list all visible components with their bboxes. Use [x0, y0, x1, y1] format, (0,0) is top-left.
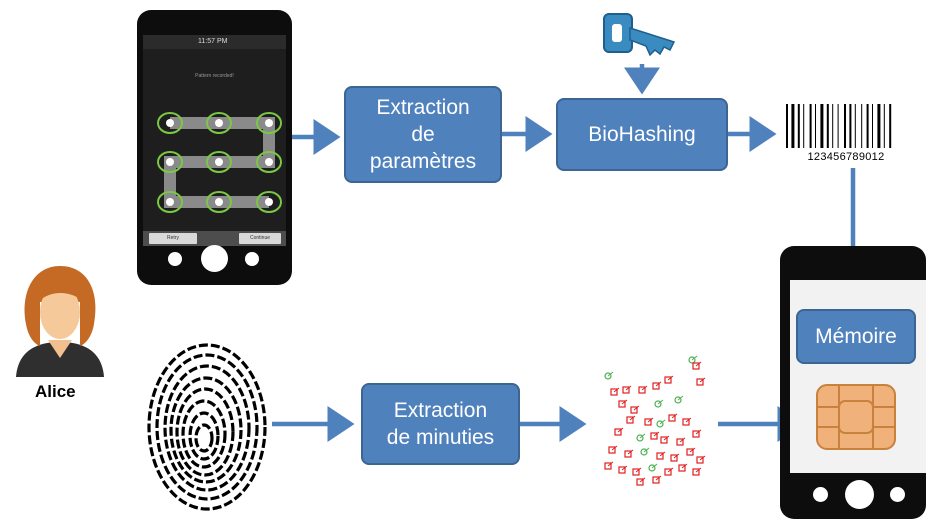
- box-line: Extraction: [376, 96, 470, 119]
- minutia-marker: [638, 386, 646, 394]
- minutia-marker: [604, 462, 612, 470]
- memoire-box: Mémoire: [796, 309, 916, 364]
- box-line: Mémoire: [815, 325, 897, 348]
- key-icon: [603, 13, 676, 57]
- fingerprint-icon: [147, 343, 267, 511]
- box-line: BioHashing: [588, 123, 696, 146]
- retry-button[interactable]: Retry: [149, 233, 197, 244]
- barcode-icon: [786, 104, 892, 148]
- minutia-marker: [652, 382, 660, 390]
- minutia-marker: [654, 400, 662, 408]
- box-line: de minuties: [386, 426, 495, 449]
- minutia-marker: [614, 428, 622, 436]
- minutia-marker: [640, 448, 648, 456]
- minutia-marker: [674, 396, 682, 404]
- minutia-marker: [626, 416, 634, 424]
- minutia-marker: [652, 476, 660, 484]
- extraction-parametres-box: Extraction de paramètres: [344, 86, 502, 183]
- person-name: Alice: [35, 382, 76, 401]
- pattern-message: Pattern recorded!: [195, 73, 234, 79]
- minutia-marker: [686, 448, 694, 456]
- minutia-marker: [624, 450, 632, 458]
- extraction-minuties-box: Extraction de minuties: [361, 383, 520, 465]
- minutia-marker: [660, 436, 668, 444]
- barcode-digits: 123456789012: [807, 151, 885, 163]
- status-time: 11:57 PM: [198, 38, 228, 45]
- minutia-marker: [648, 464, 656, 472]
- minutia-marker: [644, 418, 652, 426]
- phone-back-button[interactable]: [168, 252, 182, 266]
- minutia-marker: [608, 446, 616, 454]
- minutia-marker: [636, 434, 644, 442]
- minutia-marker: [692, 468, 700, 476]
- minutia-marker: [682, 418, 690, 426]
- phone-home-button[interactable]: [845, 480, 874, 509]
- minutia-marker: [692, 362, 700, 370]
- minutia-marker: [678, 464, 686, 472]
- smart-chip-icon: [816, 384, 896, 450]
- minutia-marker: [618, 466, 626, 474]
- minutia-marker: [696, 378, 704, 386]
- minutia-marker: [664, 376, 672, 384]
- minutia-marker: [650, 432, 658, 440]
- minutia-marker: [632, 468, 640, 476]
- minutia-marker: [664, 468, 672, 476]
- minutia-marker: [636, 478, 644, 486]
- status-bar: 11:57 PM: [143, 35, 286, 49]
- phone-screen: 11:57 PM Pattern recorded! Retry Continu…: [143, 35, 286, 246]
- minutia-marker: [618, 400, 626, 408]
- minutia-marker: [692, 430, 700, 438]
- minutia-marker: [670, 454, 678, 462]
- minutia-marker: [668, 414, 676, 422]
- phone-menu-button[interactable]: [890, 487, 905, 502]
- minutia-marker: [622, 386, 630, 394]
- phone-pattern-lock: 11:57 PM Pattern recorded! Retry Continu…: [137, 10, 292, 285]
- minutia-marker: [610, 388, 618, 396]
- minutia-marker: [656, 452, 664, 460]
- minutia-marker: [656, 420, 664, 428]
- box-line: de: [411, 123, 435, 146]
- minutia-marker: [604, 372, 612, 380]
- continue-button[interactable]: Continue: [239, 233, 281, 244]
- biohashing-box: BioHashing: [556, 98, 728, 171]
- phone-home-button[interactable]: [201, 245, 228, 272]
- box-line: Extraction: [393, 399, 488, 422]
- box-line: paramètres: [369, 150, 477, 173]
- unlock-pattern-grid[interactable]: [143, 95, 286, 225]
- minutia-marker: [676, 438, 684, 446]
- minutia-marker: [688, 356, 696, 364]
- pattern-button-bar: Retry Continue: [143, 231, 286, 246]
- avatar-icon: [16, 266, 104, 377]
- phone-menu-button[interactable]: [245, 252, 259, 266]
- minutia-marker: [696, 456, 704, 464]
- minutia-marker: [630, 406, 638, 414]
- phone-back-button[interactable]: [813, 487, 828, 502]
- minutiae-map: [604, 355, 706, 486]
